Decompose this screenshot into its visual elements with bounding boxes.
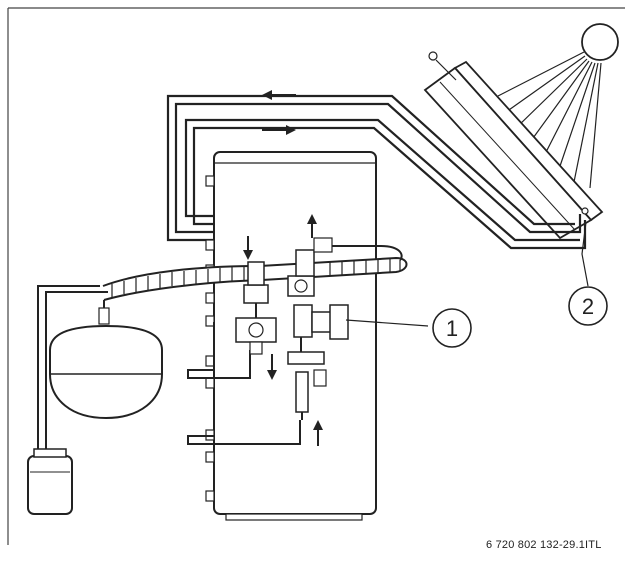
return-pipe-top <box>330 245 403 261</box>
flow-arrow-up-top <box>307 214 317 238</box>
reference-code: 6 720 802 132-29.1ITL <box>486 539 602 551</box>
collector-vent-icon <box>428 51 438 61</box>
pump-station <box>235 237 349 420</box>
expansion-vessel <box>49 307 163 420</box>
callout-1-label: 1 <box>446 316 458 341</box>
solar-collector <box>423 51 604 240</box>
flow-arrow-down-mid <box>267 354 277 380</box>
tank-heat-exchanger-piping <box>187 322 301 445</box>
storage-tank <box>205 151 377 521</box>
callout-2: 2 <box>568 221 608 326</box>
flow-arrow-right <box>262 125 296 135</box>
flow-arrow-up-bottom <box>313 420 323 446</box>
sun-icon <box>497 23 619 189</box>
collector-sensor-icon <box>581 207 589 215</box>
flow-arrow-down-left <box>243 236 253 260</box>
flow-arrow-left <box>262 90 296 100</box>
callout-2-label: 2 <box>582 294 594 319</box>
callout-1: 1 <box>345 308 472 348</box>
collecting-container <box>27 448 73 515</box>
